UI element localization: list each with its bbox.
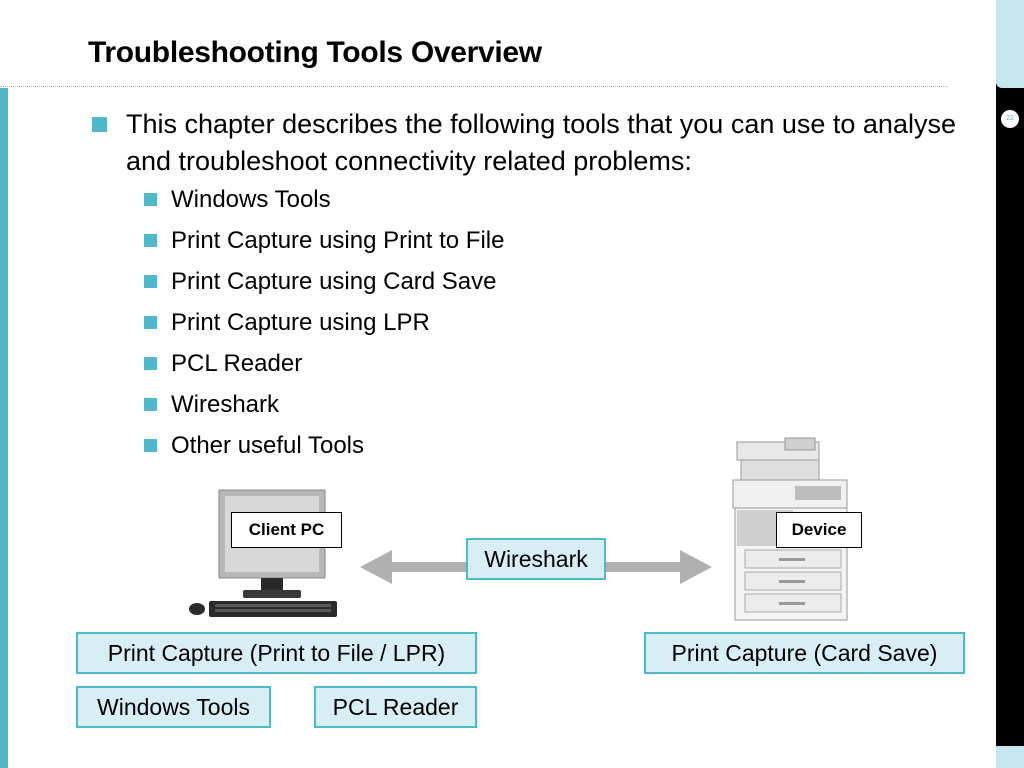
list-item: Other useful Tools [126, 430, 956, 471]
list-item: Wireshark [126, 389, 956, 430]
computer-icon [189, 489, 337, 617]
left-accent-stripe [0, 88, 8, 768]
intro-bullet: This chapter describes the following too… [92, 106, 956, 471]
print-capture-file-lpr-box: Print Capture (Print to File / LPR) [76, 632, 477, 674]
bullet-square-icon [144, 193, 157, 206]
bullet-square-icon [144, 275, 157, 288]
list-item: Print Capture using LPR [126, 307, 956, 348]
list-item: PCL Reader [126, 348, 956, 389]
client-pc-label: Client PC [231, 512, 342, 548]
bullet-list: This chapter describes the following too… [92, 106, 956, 471]
bullet-square-icon [144, 316, 157, 329]
windows-tools-box: Windows Tools [76, 686, 271, 728]
pcl-reader-box: PCL Reader [314, 686, 477, 728]
title-divider [0, 86, 948, 87]
wireshark-box: Wireshark [466, 538, 606, 580]
list-item: Print Capture using Print to File [126, 225, 956, 266]
list-item: Print Capture using Card Save [126, 266, 956, 307]
device-label: Device [776, 512, 862, 548]
bullet-square-icon [144, 234, 157, 247]
list-item: Windows Tools [126, 184, 956, 225]
bullet-square-icon [92, 117, 107, 132]
slide-title: Troubleshooting Tools Overview [88, 36, 542, 69]
intro-text: This chapter describes the following too… [126, 109, 956, 176]
right-panel-top-tab [996, 0, 1024, 88]
bullet-square-icon [144, 398, 157, 411]
right-side-panel [996, 0, 1024, 768]
page-number: 22 [1001, 110, 1019, 128]
tool-sublist: Windows Tools Print Capture using Print … [126, 184, 956, 471]
print-capture-card-save-box: Print Capture (Card Save) [644, 632, 965, 674]
bullet-square-icon [144, 357, 157, 370]
right-panel-bottom-tab [996, 746, 1024, 768]
bullet-square-icon [144, 439, 157, 452]
